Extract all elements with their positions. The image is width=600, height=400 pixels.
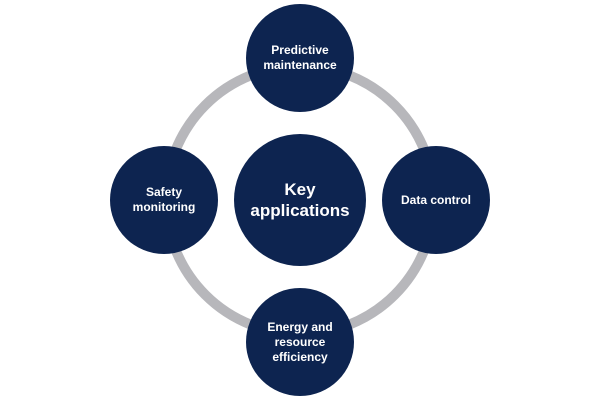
node-label: Data control	[400, 192, 471, 207]
node-label: Safety monitoring	[132, 185, 196, 214]
node-label: Predictive maintenance	[263, 43, 337, 72]
node-data-control: Data control	[382, 146, 490, 254]
center-label: Key applications	[250, 180, 350, 220]
node-predictive-maintenance: Predictive maintenance	[246, 4, 354, 112]
node-safety-monitoring: Safety monitoring	[110, 146, 218, 254]
node-energy-resource-efficiency: Energy and resource efficiency	[246, 288, 354, 396]
node-label: Energy and resource efficiency	[267, 319, 333, 364]
node-key-applications: Key applications	[234, 134, 366, 266]
